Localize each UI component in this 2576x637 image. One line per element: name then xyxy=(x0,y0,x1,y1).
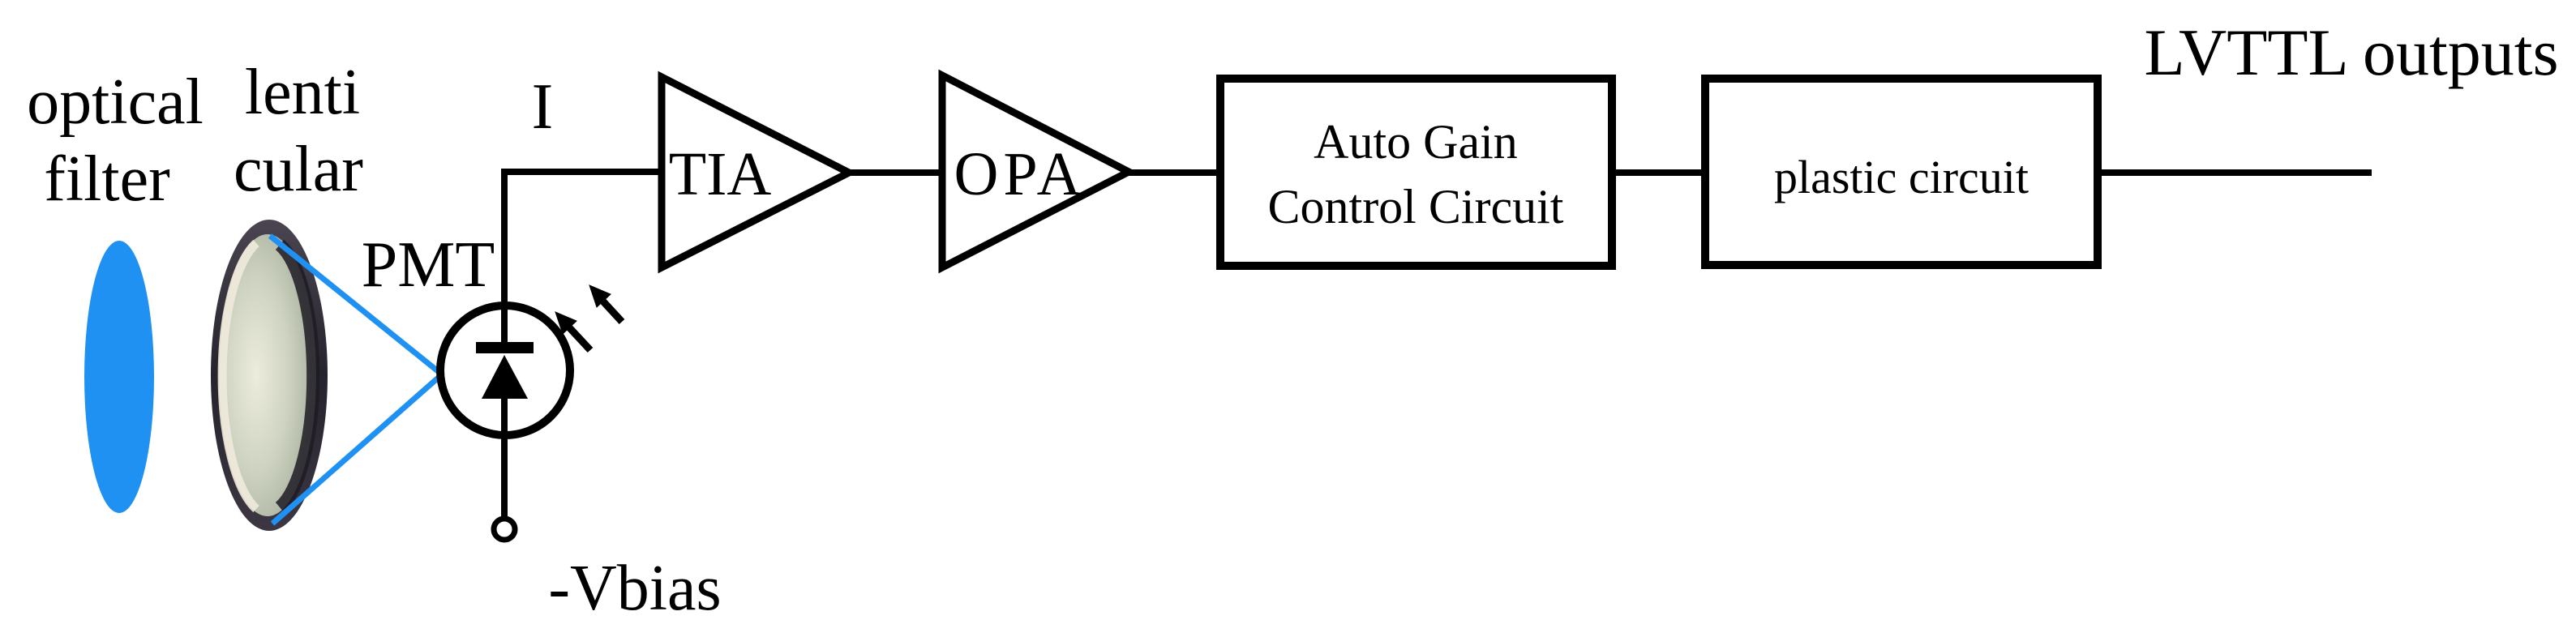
incident-light-arrows-icon xyxy=(555,284,625,353)
lens-dark-crescent xyxy=(275,239,320,513)
lvttl-outputs-label: LVTTL outputs xyxy=(2145,15,2559,89)
lens-glass xyxy=(219,234,316,516)
optical-filter-label-line2: filter xyxy=(44,143,169,215)
optical-filter-label-line1: optical xyxy=(27,66,204,138)
light-ray-top xyxy=(268,233,444,377)
wire-anode-to-tia xyxy=(501,169,665,344)
lenticular-label-line2: cular xyxy=(234,134,363,205)
pmt-label: PMT xyxy=(362,229,495,301)
agc-label-line1: Auto Gain xyxy=(1314,115,1518,169)
lenticular-label-line1: lenti xyxy=(245,57,360,128)
lens-icon xyxy=(211,220,328,531)
pmt-diode-triangle xyxy=(482,355,528,399)
current-label: I xyxy=(532,71,554,143)
optical-filter-icon xyxy=(84,241,154,513)
light-ray-bottom xyxy=(270,372,444,526)
opa-triangle xyxy=(938,69,1137,274)
plastic-circuit-label: plastic circuit xyxy=(1774,151,2029,203)
light-arrow-head-2 xyxy=(589,284,611,308)
light-arrow-head-1 xyxy=(555,311,577,335)
plastic-circuit-box xyxy=(1701,75,2102,269)
agc-label-line2: Control Circuit xyxy=(1268,180,1564,233)
bias-label: -Vbias xyxy=(548,553,721,624)
agc-box xyxy=(1216,75,1616,270)
lens-highlight xyxy=(217,239,259,513)
bias-terminal-icon xyxy=(491,515,518,543)
tia-triangle xyxy=(658,71,857,274)
light-arrow-shaft-1 xyxy=(566,324,594,353)
pmt-cathode-bar xyxy=(476,342,534,353)
tia-label: TIA xyxy=(669,140,772,208)
opa-label: OPA xyxy=(954,140,1086,208)
light-arrow-shaft-2 xyxy=(600,298,625,325)
